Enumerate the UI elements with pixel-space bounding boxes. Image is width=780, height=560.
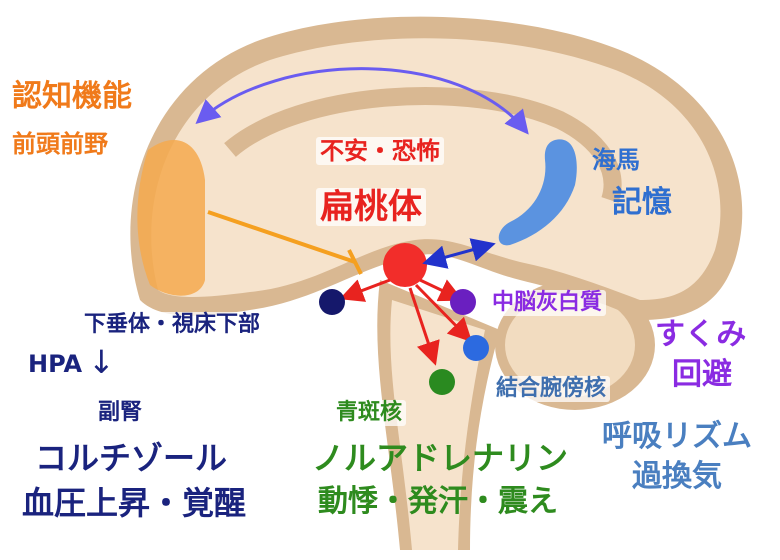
label-resp: 呼吸リズム [602, 419, 752, 454]
pag-node [450, 289, 476, 315]
label-pag: 中脳灰白質 [488, 290, 607, 316]
label-palpitation: 動悸・発汗・震え [318, 484, 558, 519]
label-noradrenaline: ノルアドレナリン [312, 439, 569, 477]
hpa-down-arrow: ↓ [88, 343, 115, 381]
label-fear: 不安・恐怖 [316, 137, 444, 165]
label-bp: 血圧上昇・覚醒 [22, 484, 247, 522]
label-hpa: HPA [28, 350, 83, 378]
hippocampus-region [498, 139, 577, 246]
hypothalamus-node [319, 289, 345, 315]
label-pbn: 結合腕傍核 [492, 376, 611, 402]
label-avoid: 回避 [672, 357, 732, 392]
label-hippocampus: 海馬 [592, 146, 640, 174]
label-adrenal: 副腎 [98, 400, 143, 425]
label-hypervent: 過換気 [632, 459, 722, 494]
label-cortisol: コルチゾール [35, 439, 228, 477]
amygdala-node [383, 243, 427, 287]
label-lc: 青斑核 [332, 400, 407, 426]
label-prefrontal: 前頭前野 [12, 130, 108, 158]
label-freeze: すくみ [655, 317, 747, 352]
label-amygdala: 扁桃体 [316, 188, 426, 226]
pbn-node [463, 335, 489, 361]
label-cognition: 認知機能 [12, 79, 132, 114]
lc-node [429, 369, 455, 395]
label-memory: 記憶 [612, 185, 672, 220]
prefrontal-region [137, 140, 205, 296]
label-hypothalamus: 下垂体・視床下部 [80, 312, 265, 338]
